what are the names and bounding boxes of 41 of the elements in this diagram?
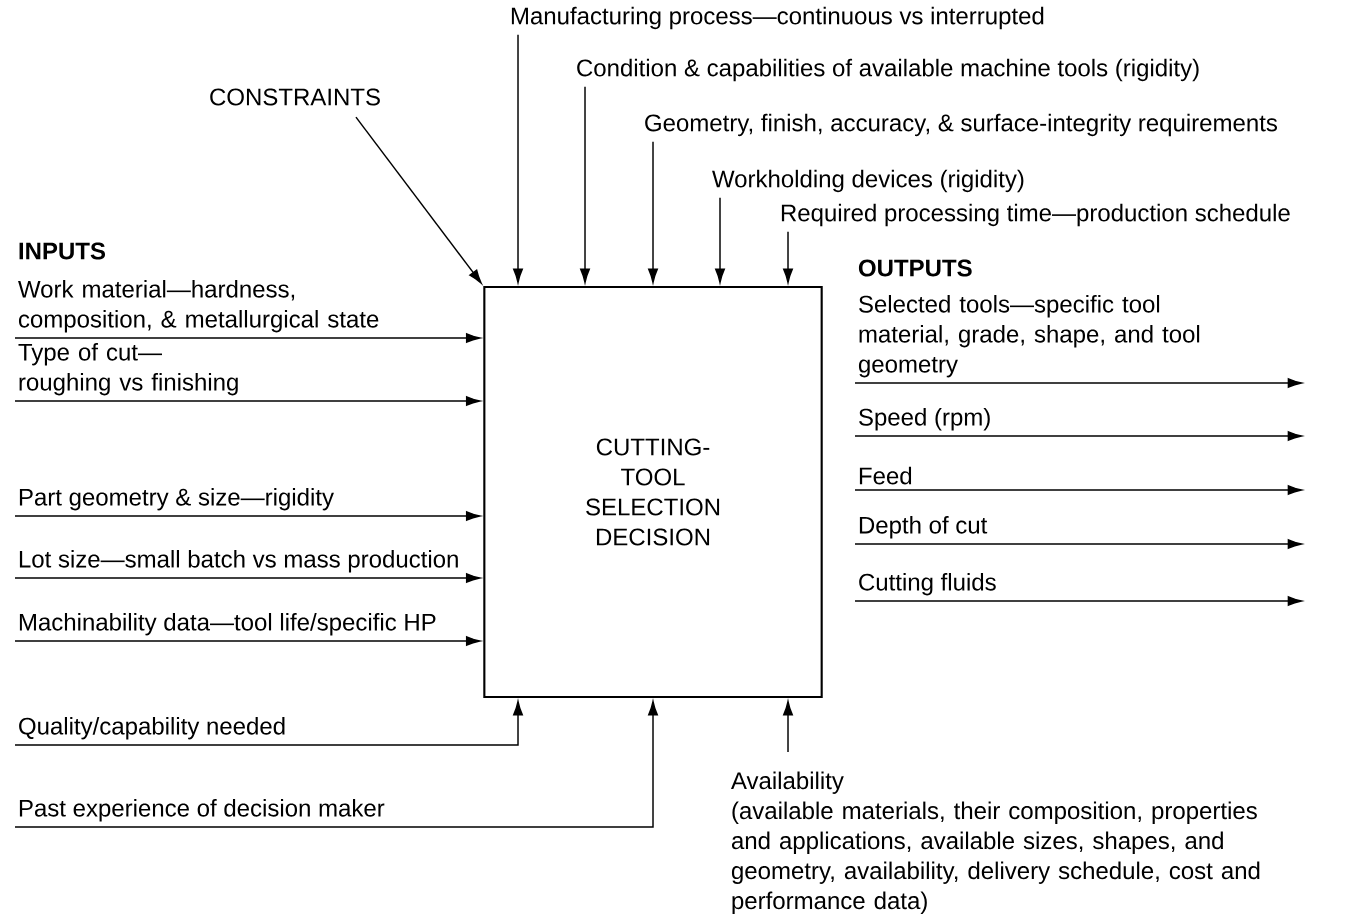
arrow xyxy=(854,431,1303,441)
arrow xyxy=(14,636,481,646)
arrow xyxy=(513,34,523,283)
arrow xyxy=(14,573,481,583)
arrow xyxy=(854,596,1303,606)
label-text: Lot size—small batch vs mass production xyxy=(19,550,458,573)
label-text: Work material—hardness, composition, & metallurgical state xyxy=(18,280,379,333)
label-text: Depth of cut xyxy=(859,516,988,539)
arrow xyxy=(355,116,482,284)
decision-box: CUTTING-TOOL SELECTION DECISION xyxy=(483,285,823,699)
label-text: Workholding devices (rigidity) xyxy=(712,169,1024,193)
section-heading: OUTPUTS xyxy=(858,259,972,277)
label-text: Required processing time—production schedule xyxy=(781,203,1290,227)
label-text: Manufacturing process—continuous vs interrupted xyxy=(511,6,1044,30)
label-text: Cutting fluids xyxy=(859,573,996,596)
label-text: Machinability data—tool life/specific HP xyxy=(19,613,436,636)
section-heading: INPUTS xyxy=(19,242,105,260)
label-text: Quality/capability needed xyxy=(19,717,285,740)
label-text: Condition & capabilities of available machine tools (rigidity) xyxy=(577,58,1199,82)
arrow xyxy=(14,333,481,343)
label-text: Geometry, finish, accuracy, & surface-integrity requirements xyxy=(645,113,1277,137)
label-text: Feed xyxy=(859,466,912,485)
arrow xyxy=(854,378,1303,388)
label-text: CONSTRAINTS xyxy=(210,88,380,106)
label-text: Part geometry & size—rigidity xyxy=(19,488,334,511)
arrow xyxy=(14,511,481,521)
label-text: Availability (available materials, their composition, properties and applications, available sizes, shapes, and geometry, availability, delivery schedule, cost and performance data) xyxy=(731,771,1260,914)
arrow xyxy=(14,396,481,406)
arrow xyxy=(648,141,658,283)
label-text: Past experience of decision maker xyxy=(19,799,385,822)
arrow xyxy=(14,700,523,746)
label-text: Selected tools—specific tool material, grade, shape, and tool geometry xyxy=(858,295,1200,378)
arrow xyxy=(715,197,725,283)
arrow xyxy=(783,231,793,283)
arrow xyxy=(14,700,658,828)
arrow xyxy=(783,700,793,753)
arrow xyxy=(580,86,590,283)
arrow xyxy=(854,539,1303,549)
arrow xyxy=(854,485,1303,495)
label-text: Speed (rpm) xyxy=(859,408,990,431)
label-text: Type of cut— roughing vs finishing xyxy=(18,343,238,396)
